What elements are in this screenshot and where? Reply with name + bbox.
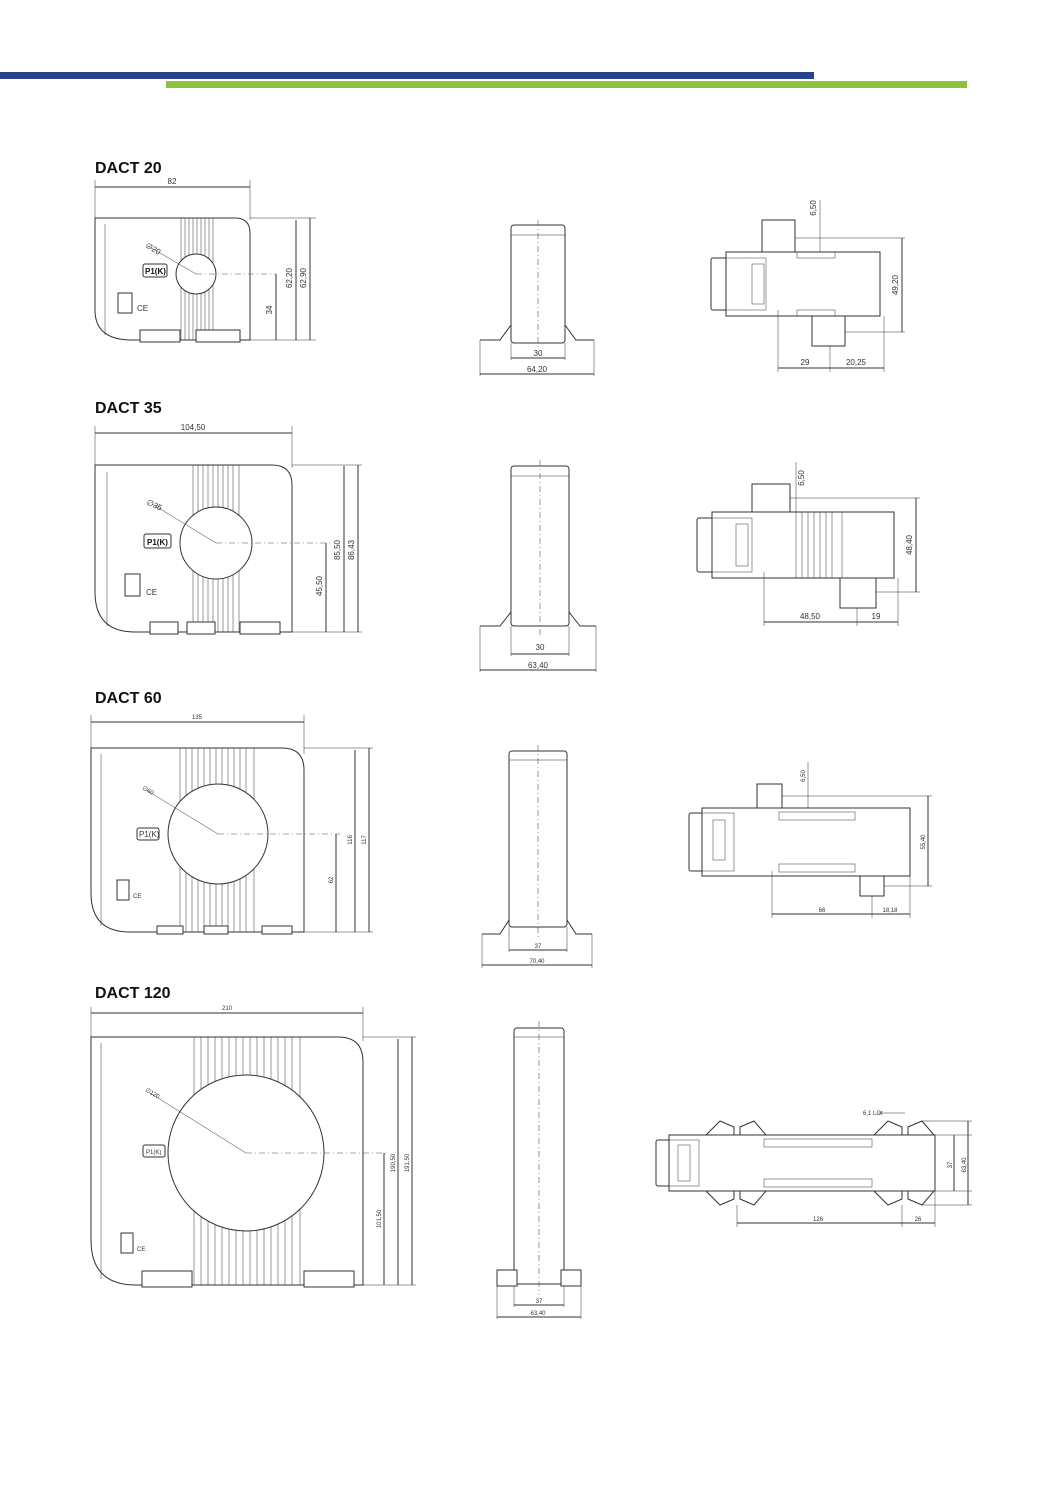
dim-side-outer: 64,20 [527,365,548,374]
top-view: 6,1 LOt 37 63,40 126 26 [655,1111,972,1227]
model-title: DACT 60 [95,690,162,707]
dim-top-height: 48,40 [905,534,914,555]
drawings-dact120: 210 ∅120 P1(K) CE [90,1006,972,1319]
dim-center-height: 34 [265,305,274,314]
logo-icon [116,879,130,901]
dim-height-outer: 191,50 [405,1153,411,1172]
dim-top-left: 66 [819,908,826,914]
model-title: DACT 120 [95,985,171,1002]
logo-icon [117,292,133,314]
dim-top-height: 55,40 [921,834,927,850]
dim-top-right: 26 [915,1217,922,1223]
ce-mark-icon: CE [137,304,148,313]
terminal-label: P1(K) [147,538,168,547]
front-view: 104,50 ∅35 P1(K) CE 45,50 8 [94,423,362,635]
ce-mark-icon: CE [137,1247,145,1253]
top-view: 6,50 48,40 48,50 19 [696,462,920,626]
dim-top-left: 29 [801,358,810,367]
terminal-label: P1(K) [139,830,160,839]
top-view: 6,50 49,20 29 20,25 [710,200,905,372]
dim-width: 82 [168,177,177,186]
model-title: DACT 35 [95,400,162,417]
ce-mark-icon: CE [133,894,141,900]
drawings-dact60: 135 ∅60 P1(K) CE [90,715,932,968]
dim-height-inner: 62,20 [285,267,294,288]
model-section-dact60: DACT 60 135 ∅60 P1(K) CE [0,690,1061,980]
model-section-dact35: DACT 35 104,50 ∅35 P1(K) CE [0,400,1061,680]
dim-width: 210 [222,1006,233,1012]
header-blue-bar [0,72,814,79]
front-view: 135 ∅60 P1(K) CE [90,715,373,935]
terminal-label: P1(K) [145,267,166,276]
dim-top-offset: 6,1 LOt [863,1111,883,1117]
side-view: 30 63,40 [479,460,597,672]
side-view: 37 63,40 [496,1021,582,1319]
dim-top-left: 48,50 [800,612,821,621]
dim-top-right: 19 [872,612,881,621]
dim-top-offset: 6,50 [809,200,818,216]
dim-center-height: 45,50 [315,575,324,596]
drawings-dact35: 104,50 ∅35 P1(K) CE 45,50 8 [94,423,920,672]
header-green-bar [166,81,967,88]
dim-top-offset: 6,50 [797,470,806,486]
dim-side-outer: 63,40 [528,661,549,670]
model-section-dact120: DACT 120 210 ∅120 P1(K) CE [0,985,1061,1330]
dim-top-offset: 6,50 [801,770,807,782]
dim-side-outer: 70,40 [529,959,545,965]
dim-center-height: 62 [329,876,335,883]
dim-center-height: 101,50 [377,1209,383,1228]
dim-height-outer: 117 [362,835,368,845]
dim-side-inner: 37 [535,944,542,950]
side-view: 37 70,40 [481,745,593,968]
dim-width: 104,50 [181,423,206,432]
dim-height-outer: 86,43 [347,539,356,560]
dim-side-outer: 63,40 [530,1311,546,1317]
dim-top-left: 126 [813,1217,824,1223]
front-view: 210 ∅120 P1(K) CE [90,1006,416,1288]
ce-mark-icon: CE [146,588,157,597]
front-view: 82 ∅20 P1(K) CE 34 62,20 [94,177,316,343]
dim-height-outer: 62,90 [299,267,308,288]
model-title: DACT 20 [95,160,162,177]
dim-width: 135 [192,715,203,721]
dim-top-right: 20,25 [846,358,867,367]
ribbed-band [795,511,843,579]
dim-top-height: 49,20 [891,274,900,295]
logo-icon [120,1232,134,1254]
dim-top-height: 63,40 [962,1157,968,1173]
dim-top-inner-height: 37 [948,1161,954,1168]
drawings-dact20: 82 ∅20 P1(K) CE 34 62,20 [94,177,905,376]
top-view: 6,50 55,40 66 18,18 [688,762,932,918]
dim-top-right: 18,18 [882,908,898,914]
terminal-label: P1(K) [146,1150,161,1156]
logo-icon [124,573,141,597]
dim-height-inner: 85,50 [333,539,342,560]
side-view: 30 64,20 [479,220,595,376]
dim-side-inner: 30 [536,643,545,652]
dim-side-inner: 37 [536,1299,543,1305]
dim-height-inner: 116 [348,835,354,845]
model-section-dact20: DACT 20 82 ∅20 P1(K) CE [0,160,1061,380]
dim-height-inner: 190,50 [391,1153,397,1172]
dim-side-inner: 30 [534,349,543,358]
